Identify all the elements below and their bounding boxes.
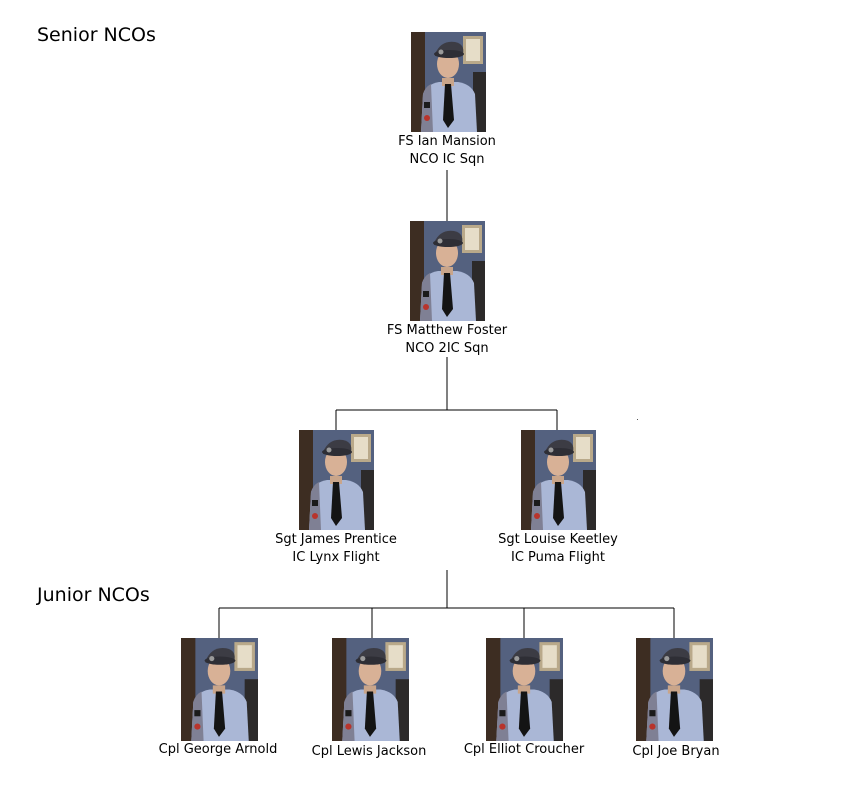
portrait-george <box>181 638 258 741</box>
name-joe: Cpl Joe Bryan <box>632 744 720 759</box>
portrait-elliot <box>486 638 563 741</box>
caption-james: Sgt James Prentice IC Lynx Flight <box>246 531 426 567</box>
portrait-matthew <box>410 221 485 321</box>
caption-louise: Sgt Louise Keetley IC Puma Flight <box>468 531 648 567</box>
role-ian: NCO IC Sqn <box>409 152 485 167</box>
caption-joe: Cpl Joe Bryan <box>586 743 766 761</box>
caption-matthew: FS Matthew Foster NCO 2IC Sqn <box>357 322 537 358</box>
role-james: IC Lynx Flight <box>292 550 380 565</box>
name-lewis: Cpl Lewis Jackson <box>311 744 427 759</box>
junior-ncos-heading: Junior NCOs <box>37 584 150 606</box>
name-ian: FS Ian Mansion <box>398 134 496 149</box>
role-matthew: NCO 2IC Sqn <box>405 341 489 356</box>
name-george: Cpl George Arnold <box>158 742 278 757</box>
portrait-lewis <box>332 638 409 741</box>
name-louise: Sgt Louise Keetley <box>498 532 618 547</box>
name-matthew: FS Matthew Foster <box>386 323 508 338</box>
name-james: Sgt James Prentice <box>275 532 397 547</box>
caption-george: Cpl George Arnold <box>128 741 308 759</box>
senior-ncos-heading: Senior NCOs <box>37 24 156 46</box>
portrait-joe <box>636 638 713 741</box>
caption-lewis: Cpl Lewis Jackson <box>279 743 459 761</box>
portrait-james <box>299 430 374 530</box>
caption-elliot: Cpl Elliot Croucher <box>434 741 614 759</box>
caption-ian: FS Ian Mansion NCO IC Sqn <box>357 133 537 169</box>
stray-dot <box>637 419 638 420</box>
portrait-louise <box>521 430 596 530</box>
portrait-ian <box>411 32 486 132</box>
role-louise: IC Puma Flight <box>511 550 605 565</box>
name-elliot: Cpl Elliot Croucher <box>463 742 585 757</box>
